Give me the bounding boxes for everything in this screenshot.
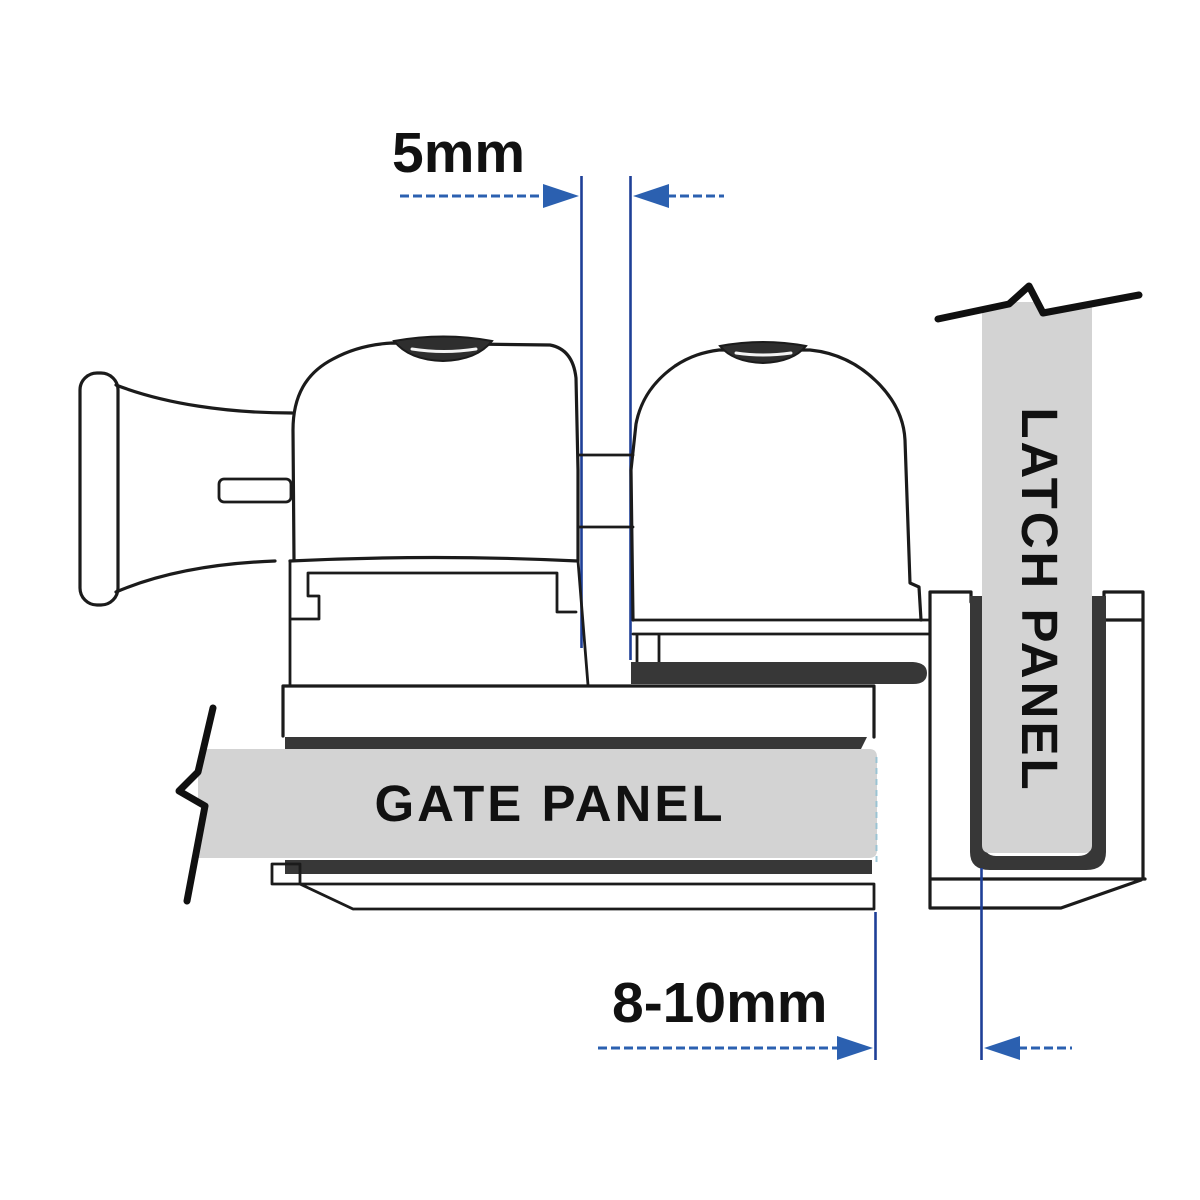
latch-clamp: LATCH PANEL [928, 302, 1147, 910]
bottom-dimension-arrow-left-icon [984, 1036, 1020, 1060]
knob-cap [78, 371, 120, 607]
latch-bolt-tongue [576, 453, 635, 529]
knob-flare-top [114, 383, 294, 415]
latch-body-dome [291, 341, 580, 562]
gate-gasket-top [285, 737, 867, 749]
keeper-housing [629, 341, 932, 684]
bottom-gap-dimension: 8-10mm [598, 757, 1072, 1060]
bottom-dimension-arrow-right-icon [837, 1036, 873, 1060]
screw-slot-right-stripe [734, 351, 793, 357]
latch-panel-band [982, 302, 1092, 853]
gate-clamp-bottom-plate [270, 862, 876, 911]
screw-slot-left-stripe [410, 347, 478, 353]
top-dimension-arrow-right-icon [543, 184, 579, 208]
top-gap-dimension-label: 5mm [392, 121, 525, 185]
latch-body-housing [288, 335, 635, 687]
top-dimension-arrow-left-icon [633, 184, 669, 208]
latch-body-seam [288, 555, 580, 563]
bottom-gap-dimension-label: 8-10mm [612, 971, 827, 1035]
latch-body-bracket [289, 571, 578, 621]
knob-flare-bottom [114, 559, 277, 594]
gate-panel-label: GATE PANEL [374, 775, 725, 832]
gate-panel-break-line [175, 704, 217, 905]
keeper-dome [629, 348, 923, 622]
top-gap-dimension: 5mm [392, 121, 724, 660]
latch-panel-label: LATCH PANEL [1011, 407, 1068, 792]
gate-gasket-bottom [285, 860, 872, 874]
latch-panel-break [933, 240, 1143, 324]
latch-body-right-wall [576, 559, 590, 687]
gate-clamp-body [281, 684, 876, 739]
gate-clamp: GATE PANEL [198, 684, 877, 911]
screw-slot-left-icon [392, 335, 494, 363]
keeper-arm-gasket [631, 662, 927, 684]
gate-panel-break [130, 700, 217, 908]
screw-slot-right-icon [718, 341, 808, 365]
keeper-arm [631, 618, 932, 664]
pull-knob [78, 371, 294, 607]
latch-panel-break-line [934, 282, 1143, 323]
knob-spindle [217, 477, 293, 504]
gate-panel-band [198, 749, 877, 858]
